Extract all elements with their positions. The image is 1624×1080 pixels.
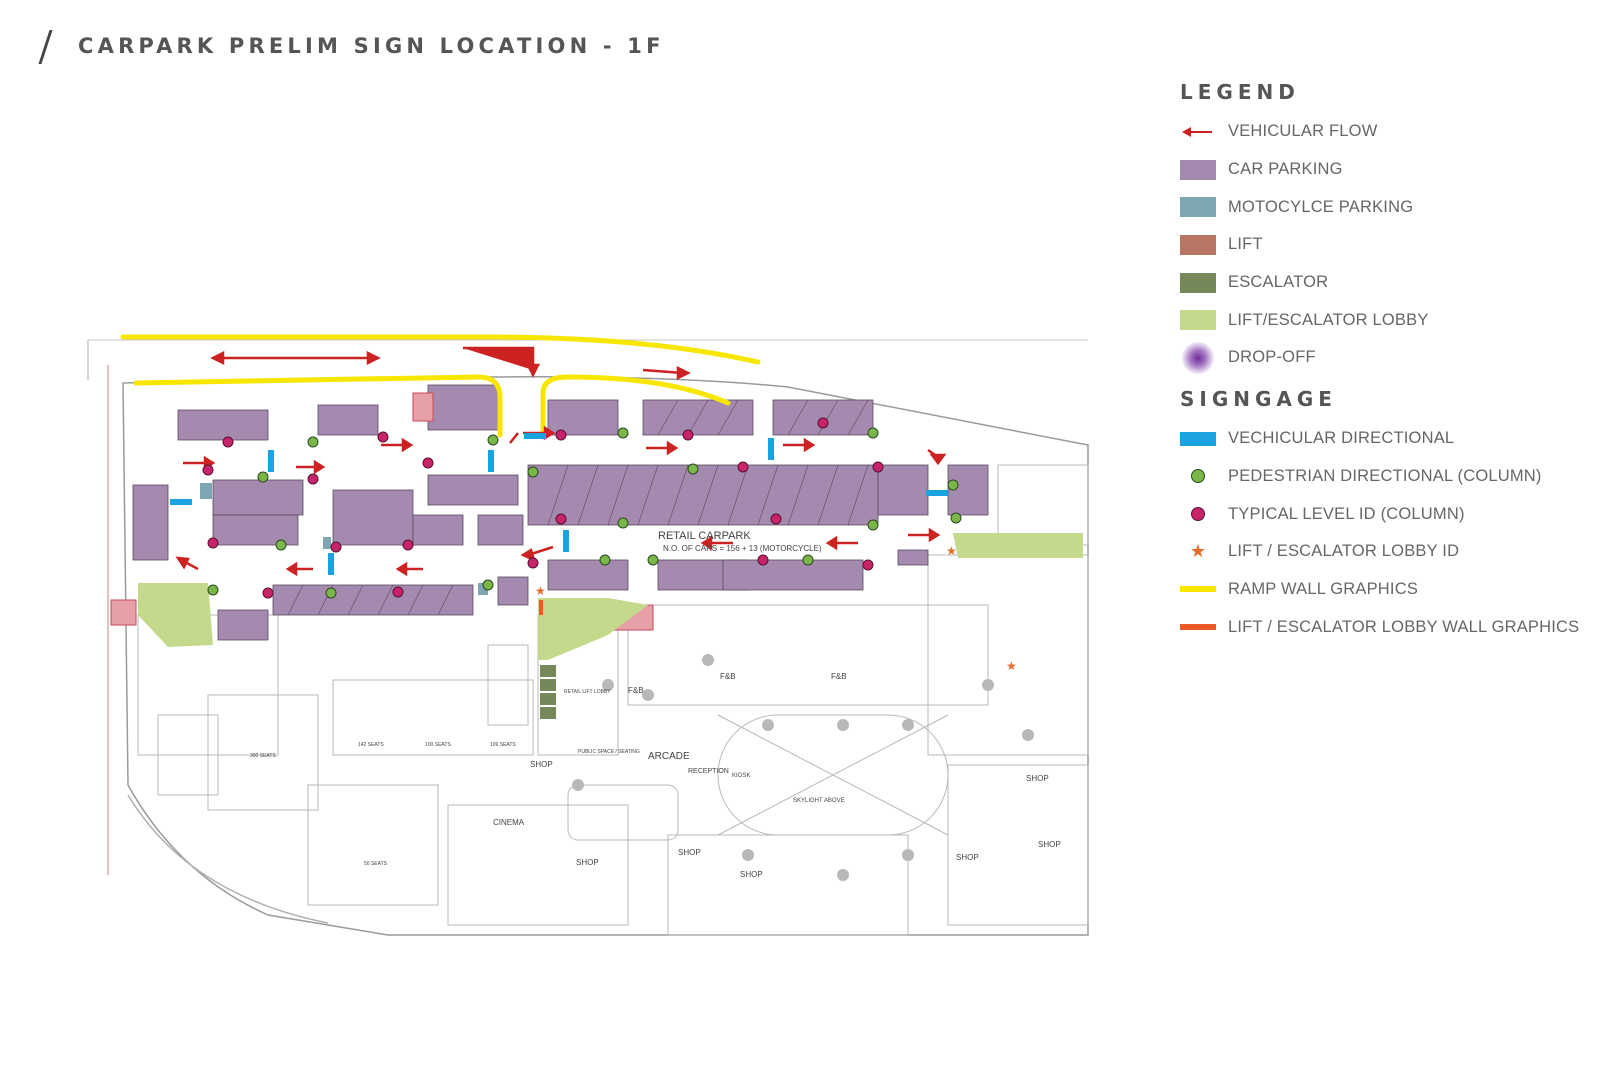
legend-item-label: LIFT/ESCALATOR LOBBY bbox=[1228, 310, 1429, 329]
floor-plan-map: ★ ★ ★ RETAIL CARPARK N.O. OF CARS = 156 + … bbox=[87, 334, 1089, 936]
signage-item-pedestrian-directional: PEDESTRIAN DIRECTIONAL (COLUMN) bbox=[1180, 458, 1610, 496]
ramp-wall-graphics bbox=[120, 334, 761, 438]
map-label-shop-2: SHOP bbox=[576, 858, 599, 867]
legend-item-lobby: LIFT/ESCALATOR LOBBY bbox=[1180, 301, 1610, 339]
signage-item-ramp-wall-graphics: RAMP WALL GRAPHICS bbox=[1180, 571, 1610, 609]
svg-text:★: ★ bbox=[1006, 659, 1017, 673]
green-dot-icon bbox=[1180, 466, 1216, 486]
escalators bbox=[540, 665, 556, 719]
interior-structure bbox=[137, 464, 1089, 936]
signage-item-lobby-wall-graphics: LIFT / ESCALATOR LOBBY WALL GRAPHICS bbox=[1180, 608, 1610, 646]
map-label-public-space: PUBLIC SPACE / SEATING bbox=[578, 749, 640, 755]
legend-item-label: MOTOCYLCE PARKING bbox=[1228, 197, 1414, 216]
legend-list: VEHICULAR FLOW CAR PARKING MOTOCYLCE PAR… bbox=[1180, 113, 1610, 377]
signage-item-lobby-id: ★ LIFT / ESCALATOR LOBBY ID bbox=[1180, 533, 1610, 571]
legend-heading: LEGEND bbox=[1180, 80, 1300, 104]
signage-item-label: LIFT / ESCALATOR LOBBY ID bbox=[1228, 542, 1460, 561]
signage-item-label: LIFT / ESCALATOR LOBBY WALL GRAPHICS bbox=[1228, 617, 1580, 636]
legend-item-drop-off: DROP-OFF bbox=[1180, 339, 1610, 377]
column-dots bbox=[572, 654, 1034, 881]
map-label-109-seats: 109 SEATS bbox=[490, 742, 516, 748]
brown-rect-icon bbox=[1180, 234, 1216, 255]
teal-rect-icon bbox=[1180, 197, 1216, 218]
legend-item-label: VEHICULAR FLOW bbox=[1228, 122, 1378, 141]
map-label-shop-6: SHOP bbox=[1038, 840, 1061, 849]
map-label-142-seats: 142 SEATS bbox=[358, 742, 384, 748]
map-label-reception: RECEPTION bbox=[688, 768, 729, 775]
map-label-cinema: CINEMA bbox=[493, 818, 525, 827]
signage-item-label: TYPICAL LEVEL ID (COLUMN) bbox=[1228, 504, 1465, 523]
legend-item-vehicular-flow: VEHICULAR FLOW bbox=[1180, 113, 1610, 151]
signage-item-level-id: TYPICAL LEVEL ID (COLUMN) bbox=[1180, 495, 1610, 533]
blue-bar-icon bbox=[1180, 429, 1216, 449]
vehicular-flow-arrows bbox=[175, 346, 947, 577]
purple-glow-icon bbox=[1180, 341, 1216, 374]
map-label-arcade: ARCADE bbox=[648, 751, 690, 762]
map-label-300-seats: 300 SEATS bbox=[250, 753, 276, 759]
map-label-shop-4: SHOP bbox=[740, 870, 763, 879]
legend-item-escalator: ESCALATOR bbox=[1180, 264, 1610, 302]
map-label-fb-1: F&B bbox=[628, 686, 644, 695]
map-label-100-seats: 100 SEATS bbox=[425, 742, 451, 748]
red-arrow-icon bbox=[1180, 122, 1216, 142]
map-label-shop-5: SHOP bbox=[1026, 774, 1049, 783]
signage-heading: SIGNGAGE bbox=[1180, 386, 1337, 411]
map-label-fb-3: F&B bbox=[831, 672, 847, 681]
level-id-columns bbox=[202, 417, 884, 599]
dark-green-rect-icon bbox=[1180, 272, 1216, 293]
legend-item-motorcycle-parking: MOTOCYLCE PARKING bbox=[1180, 188, 1610, 226]
signage-item-vehicular-directional: VECHICULAR DIRECTIONAL bbox=[1180, 420, 1610, 458]
svg-text:★: ★ bbox=[946, 544, 957, 558]
car-parking-bays bbox=[132, 384, 989, 641]
legend-item-label: DROP-OFF bbox=[1228, 348, 1316, 367]
signage-item-label: PEDESTRIAN DIRECTIONAL (COLUMN) bbox=[1228, 466, 1542, 485]
signage-list: VECHICULAR DIRECTIONAL PEDESTRIAN DIRECT… bbox=[1180, 420, 1610, 646]
legend-item-lift: LIFT bbox=[1180, 226, 1610, 264]
map-label-50-seats: 50 SEATS bbox=[364, 861, 388, 867]
legend-item-label: CAR PARKING bbox=[1228, 160, 1343, 179]
svg-text:★: ★ bbox=[535, 584, 546, 598]
orange-line-icon bbox=[1180, 617, 1216, 637]
legend-item-car-parking: CAR PARKING bbox=[1180, 151, 1610, 189]
lobby-id-stars: ★ ★ ★ bbox=[535, 544, 1017, 673]
page-title: CARPARK PRELIM SIGN LOCATION - 1F bbox=[78, 34, 665, 58]
vehicular-directional-signs bbox=[170, 433, 948, 575]
light-green-rect-icon bbox=[1180, 310, 1216, 331]
legend-item-label: ESCALATOR bbox=[1228, 273, 1329, 292]
pedestrian-directional-columns bbox=[207, 427, 962, 599]
signage-item-label: VECHICULAR DIRECTIONAL bbox=[1228, 429, 1455, 448]
map-label-shop-1: SHOP bbox=[530, 760, 553, 769]
map-label-shop-3: SHOP bbox=[678, 848, 701, 857]
legend-panel: LEGEND VEHICULAR FLOW CAR PARKING MOTOCY… bbox=[1180, 80, 1610, 646]
map-label-fb-2: F&B bbox=[720, 672, 736, 681]
yellow-line-icon bbox=[1180, 579, 1216, 599]
map-label-retail-lift-lobby: RETAIL LIFT LOBBY bbox=[564, 689, 611, 695]
orange-star-icon: ★ bbox=[1189, 541, 1207, 563]
map-label-skylight: SKYLIGHT ABOVE bbox=[793, 798, 845, 804]
hatch-lines bbox=[287, 399, 869, 616]
signage-item-label: RAMP WALL GRAPHICS bbox=[1228, 579, 1419, 598]
lobbies bbox=[138, 533, 1083, 660]
magenta-dot-icon bbox=[1180, 504, 1216, 524]
map-label-kiosk: KIOSK bbox=[732, 773, 750, 779]
legend-item-label: LIFT bbox=[1228, 235, 1263, 254]
map-label-shop-7: SHOP bbox=[956, 853, 979, 862]
title-slash-mark bbox=[38, 30, 53, 64]
purple-rect-icon bbox=[1180, 159, 1216, 180]
carpark-label: RETAIL CARPARK bbox=[658, 530, 751, 542]
carpark-sublabel: N.O. OF CARS = 156 + 13 (MOTORCYCLE) bbox=[663, 544, 822, 553]
